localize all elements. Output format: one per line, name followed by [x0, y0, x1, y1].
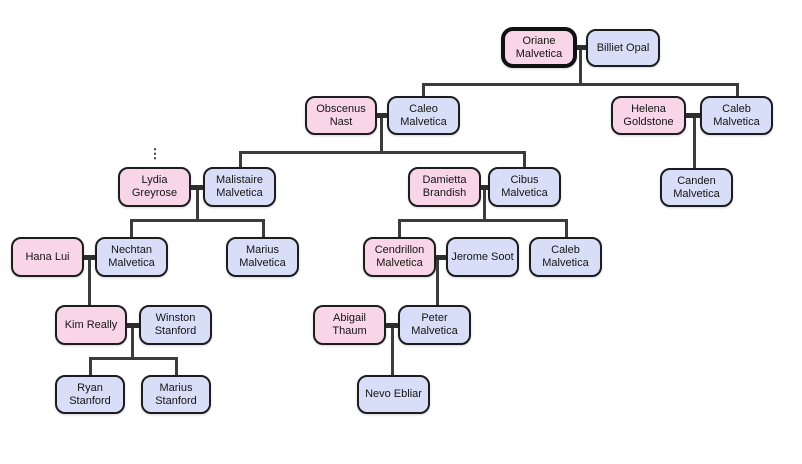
person-node-caleb-malvetica-sr[interactable]: Caleb Malvetica [700, 96, 773, 135]
descent-line [131, 218, 263, 222]
descent-line [390, 325, 394, 376]
person-name: Lydia Greyrose [131, 174, 178, 199]
descent-line [238, 151, 242, 168]
person-node-helena-goldstone[interactable]: Helena Goldstone [611, 96, 686, 135]
person-name: Cibus Malvetica [501, 174, 548, 199]
person-node-malistaire-malvetica[interactable]: Malistaire Malvetica [203, 167, 276, 207]
person-name: Helena Goldstone [623, 102, 674, 128]
person-node-winston-stanford[interactable]: Winston Stanford [139, 305, 212, 345]
person-name: Hana Lui [25, 250, 70, 263]
descent-line [261, 219, 265, 238]
descent-line [692, 115, 696, 169]
person-name: Obscenus Nast [316, 102, 366, 128]
hidden-ancestors-indicator[interactable]: ⋮ [148, 146, 162, 161]
person-node-lydia-greyrose[interactable]: Lydia Greyrose [118, 167, 191, 207]
person-name: Ryan Stanford [69, 381, 111, 407]
descent-line [578, 47, 582, 84]
couple-bar-helena-goldstone+caleb-malvetica-sr [682, 112, 704, 118]
person-node-marius-malvetica[interactable]: Marius Malvetica [226, 237, 299, 277]
person-name: Nechtan Malvetica [108, 244, 155, 269]
person-name: Oriane Malvetica [515, 34, 563, 60]
descent-line [399, 218, 566, 222]
person-name: Canden Malvetica [673, 174, 720, 200]
person-node-oriane-malvetica[interactable]: Oriane Malvetica [501, 27, 577, 68]
person-name: Marius Malvetica [239, 244, 286, 269]
couple-bar-cendrillon-malvetica+jerome-soot [432, 254, 450, 260]
person-name: Caleb Malvetica [713, 102, 760, 128]
descent-line [482, 187, 486, 220]
person-name: Cendrillon Malvetica [374, 244, 425, 269]
descent-line [87, 257, 91, 306]
descent-line [90, 356, 176, 360]
descent-line [195, 187, 199, 220]
person-node-cendrillon-malvetica[interactable]: Cendrillon Malvetica [363, 237, 436, 277]
descent-line [735, 83, 739, 97]
person-node-caleb-malvetica-jr[interactable]: Caleb Malvetica [529, 237, 602, 277]
person-name: Caleo Malvetica [400, 102, 447, 128]
person-name: Jerome Soot [451, 250, 514, 263]
couple-bar-kim-really+winston-stanford [123, 322, 143, 328]
person-node-kim-really[interactable]: Kim Really [55, 305, 127, 345]
couple-bar-obscenus-nast+caleo-malvetica [373, 112, 391, 118]
person-node-canden-malvetica[interactable]: Canden Malvetica [660, 168, 733, 207]
descent-line [88, 357, 92, 376]
person-name: Marius Stanford [155, 381, 197, 407]
person-node-peter-malvetica[interactable]: Peter Malvetica [398, 305, 471, 345]
person-name: Abigail Thaum [332, 312, 367, 337]
person-node-ryan-stanford[interactable]: Ryan Stanford [55, 375, 125, 414]
person-node-hana-lui[interactable]: Hana Lui [11, 237, 84, 277]
person-node-damietta-brandish[interactable]: Damietta Brandish [408, 167, 481, 207]
person-name: Kim Really [64, 318, 118, 331]
couple-bar-damietta-brandish+cibus-malvetica [477, 184, 492, 190]
person-node-caleo-malvetica[interactable]: Caleo Malvetica [387, 96, 460, 135]
descent-line [379, 115, 383, 152]
person-node-jerome-soot[interactable]: Jerome Soot [446, 237, 519, 277]
person-node-nechtan-malvetica[interactable]: Nechtan Malvetica [95, 237, 168, 277]
person-name: Nevo Ebliar [365, 388, 422, 401]
descent-line [130, 325, 134, 358]
person-name: Peter Malvetica [411, 312, 458, 337]
person-node-billiet-opal[interactable]: Billiet Opal [586, 29, 660, 67]
person-name: Caleb Malvetica [542, 244, 589, 269]
person-node-nevo-ebliar[interactable]: Nevo Ebliar [357, 375, 430, 414]
couple-bar-abigail-thaum+peter-malvetica [382, 322, 402, 328]
descent-line [423, 82, 737, 86]
person-name: Billiet Opal [596, 41, 650, 54]
person-node-marius-stanford[interactable]: Marius Stanford [141, 375, 211, 414]
descent-line [240, 150, 524, 154]
descent-line [522, 151, 526, 168]
person-name: Winston Stanford [154, 312, 197, 337]
person-name: Damietta Brandish [422, 174, 467, 199]
descent-line [174, 357, 178, 376]
person-name: Malistaire Malvetica [215, 174, 264, 199]
person-node-cibus-malvetica[interactable]: Cibus Malvetica [488, 167, 561, 207]
person-node-obscenus-nast[interactable]: Obscenus Nast [305, 96, 377, 135]
descent-line [421, 83, 425, 97]
couple-bar-lydia-greyrose+malistaire-malvetica [187, 184, 207, 190]
descent-line [129, 219, 133, 238]
couple-bar-oriane-malvetica+billiet-opal [573, 44, 590, 50]
descent-line [435, 257, 439, 306]
person-node-abigail-thaum[interactable]: Abigail Thaum [313, 305, 386, 345]
descent-line [564, 219, 568, 238]
descent-line [397, 219, 401, 238]
couple-bar-hana-lui+nechtan-malvetica [80, 254, 99, 260]
